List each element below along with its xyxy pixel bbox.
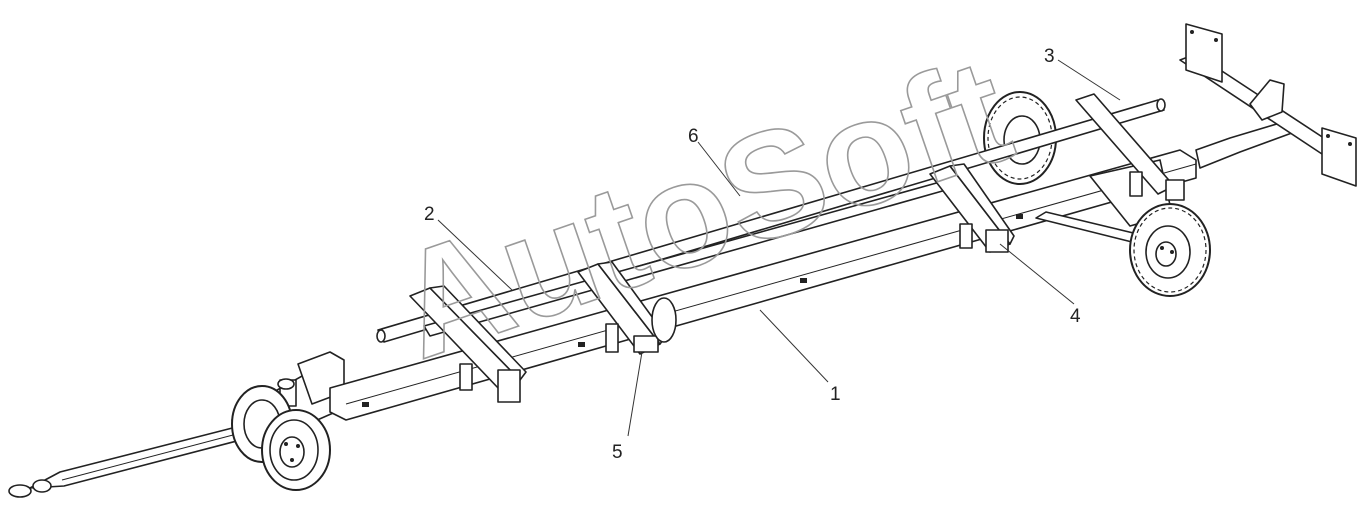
front-wheel [261, 409, 331, 491]
callout-3: 3 [1044, 46, 1055, 67]
callout-6: 6 [688, 126, 699, 147]
callout-2: 2 [424, 204, 435, 225]
rear-plate-right [1321, 127, 1357, 187]
hub-part [651, 297, 677, 343]
watermark: AutoSoft [376, 25, 1029, 390]
cross-support-rear [929, 163, 1015, 253]
cross-support-front [409, 285, 527, 403]
cross-support-middle [577, 261, 677, 355]
callout-labels: 1 2 3 4 5 6 [424, 46, 1081, 463]
leader-lines [437, 59, 1121, 437]
callout-4: 4 [1070, 306, 1081, 327]
upper-support-pipe [376, 98, 1166, 343]
rear-plate-left [1185, 23, 1223, 83]
rear-hitch-frame [1179, 23, 1357, 187]
callout-5: 5 [612, 442, 623, 463]
rear-wheel-lower [1129, 203, 1211, 297]
cross-support-far [1075, 93, 1185, 201]
callout-1: 1 [830, 384, 841, 405]
